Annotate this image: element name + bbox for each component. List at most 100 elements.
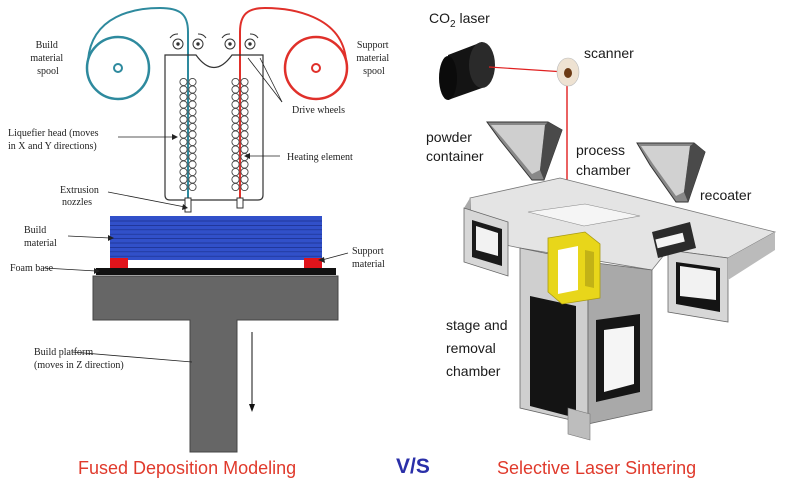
coil-loop — [240, 175, 249, 184]
coil-loop — [179, 145, 188, 154]
build-material-spool-label: Build material spool — [30, 40, 65, 77]
coil-loop — [240, 145, 249, 154]
extrusion-nozzle-build — [184, 197, 192, 213]
support-filament — [239, 6, 347, 205]
coil-loop — [179, 137, 188, 147]
coil-loop — [188, 137, 197, 147]
fdm-caption: Fused Deposition Modeling — [78, 458, 297, 478]
coil-loop — [231, 182, 240, 192]
coil-loop — [231, 130, 240, 139]
coil-loop — [179, 100, 188, 109]
coil-loop — [240, 107, 249, 117]
coil-loop — [231, 115, 240, 124]
coil-loop — [179, 115, 188, 124]
z-arrow-head — [249, 404, 255, 412]
drive-wheels-label: Drive wheels — [292, 105, 345, 116]
coil-loop — [188, 107, 197, 117]
coil-loop — [188, 92, 197, 102]
build-material — [110, 216, 322, 260]
build-filament — [87, 6, 189, 205]
co2-laser — [439, 42, 495, 100]
coil-loop — [231, 92, 240, 102]
build-material-layers — [110, 220, 322, 257]
fdm-pointer-lines — [43, 57, 349, 363]
sls-diagram: CO2 laser scanner powder container proce… — [426, 10, 777, 441]
process-chamber-label: process chamber — [576, 142, 631, 178]
scanner-label: scanner — [584, 45, 634, 61]
coil-loop — [188, 167, 197, 177]
liquefier-head-label: Liquefier head (moves in X and Y directi… — [8, 128, 101, 152]
liquefier-head — [164, 54, 264, 201]
stage-removal-chamber-label: stage and removal chamber — [446, 317, 511, 379]
foam-base — [96, 268, 336, 275]
coil-loop — [179, 130, 188, 139]
sls-caption: Selective Laser Sintering — [497, 458, 697, 478]
coil-loop — [179, 92, 188, 102]
coil-loop — [231, 137, 240, 147]
coil-loop — [240, 122, 249, 132]
coil-loop — [179, 77, 188, 87]
coil-loop — [231, 160, 240, 169]
support-material-spool-label: Support material spool — [356, 40, 391, 77]
coil-loop — [231, 145, 240, 154]
coil-loop — [240, 115, 249, 124]
coil-loop — [240, 137, 249, 147]
coil-loop — [179, 182, 188, 192]
coil-loop — [240, 77, 249, 87]
coil-loop — [188, 152, 197, 162]
support-material-spool — [283, 35, 349, 101]
heating-element-coils — [179, 77, 249, 192]
coil-loop — [188, 115, 197, 124]
coil-loop — [231, 100, 240, 109]
coil-loop — [231, 122, 240, 132]
extrusion-nozzles-label: Extrusion nozzles — [60, 185, 101, 208]
coil-loop — [231, 77, 240, 87]
coil-loop — [188, 77, 197, 87]
coil-loop — [240, 182, 249, 192]
versus-caption: V/S — [396, 455, 430, 478]
coil-loop — [188, 100, 197, 109]
coil-loop — [179, 152, 188, 162]
coil-loop — [179, 122, 188, 132]
build-platform-label: Build platform (moves in Z direction) — [34, 347, 124, 371]
coil-loop — [188, 122, 197, 132]
coil-loop — [188, 182, 197, 192]
scanner-mirror — [556, 57, 580, 87]
coil-loop — [179, 175, 188, 184]
coil-loop — [188, 160, 197, 169]
heating-element-label: Heating element — [287, 152, 353, 163]
powder-container — [486, 121, 563, 181]
support-material-label: Support material — [352, 246, 386, 270]
build-material-spool — [85, 35, 151, 101]
coil-loop — [188, 130, 197, 139]
coil-loop — [231, 107, 240, 117]
fdm-pointer-heads — [94, 134, 325, 274]
support-material-block-right — [304, 258, 322, 270]
sls-machine-body — [463, 177, 777, 441]
build-platform — [92, 275, 339, 453]
build-material-label: Build material — [24, 225, 57, 249]
coil-loop — [240, 92, 249, 102]
powder-container-label: powder container — [426, 129, 484, 164]
coil-loop — [231, 167, 240, 177]
coil-loop — [188, 175, 197, 184]
coil-loop — [179, 107, 188, 117]
coil-loop — [240, 100, 249, 109]
coil-loop — [231, 152, 240, 162]
coil-loop — [188, 85, 197, 94]
coil-loop — [188, 145, 197, 154]
coil-loop — [179, 85, 188, 94]
coil-loop — [240, 160, 249, 169]
coil-loop — [179, 167, 188, 177]
coil-loop — [231, 175, 240, 184]
recoater-label: recoater — [700, 187, 752, 203]
printed-part — [547, 231, 601, 305]
drive-wheels — [169, 33, 259, 50]
laser-beam-horizontal — [488, 66, 566, 73]
coil-loop — [240, 85, 249, 94]
coil-loop — [240, 130, 249, 139]
extrusion-nozzle-support — [236, 197, 244, 209]
coil-loop — [179, 160, 188, 169]
recoater-hopper — [636, 142, 706, 203]
